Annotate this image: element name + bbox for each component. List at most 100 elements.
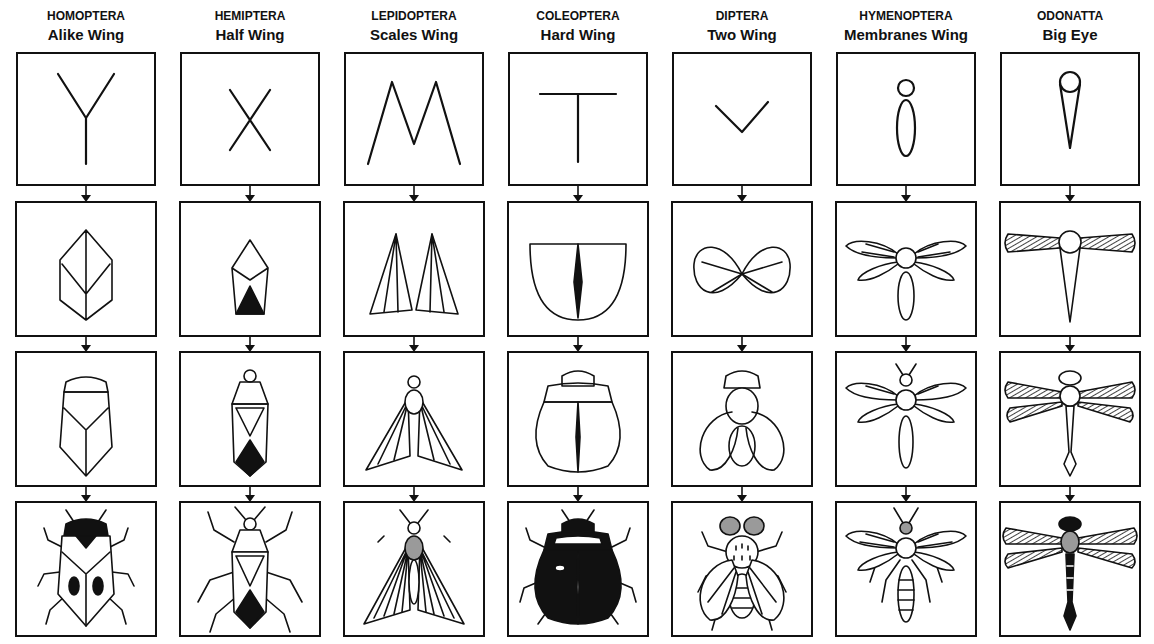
beetle-drawing — [554, 536, 602, 544]
order-box: COLEOPTERAHard Wing — [508, 52, 648, 186]
dragonfly-drawing — [1003, 517, 1137, 630]
frame-and-arrows — [672, 186, 812, 636]
body-outline — [536, 371, 620, 472]
fly-drawing — [720, 517, 740, 535]
y-symbol — [58, 74, 114, 164]
wing-outline — [574, 244, 582, 318]
body-outline — [405, 390, 423, 414]
wing-outline — [694, 247, 790, 292]
body-outline — [846, 383, 898, 422]
true-bug-drawing — [244, 518, 256, 530]
body-outline — [366, 376, 462, 470]
body-outline — [726, 388, 758, 424]
wasp-drawing — [900, 522, 912, 534]
body-outline — [60, 377, 112, 476]
order-heading: HYMENOPTERAMembranes Wing — [824, 2, 988, 50]
v-symbol — [716, 102, 768, 132]
wing-outline — [232, 240, 268, 314]
body-outline — [1078, 382, 1135, 422]
true-bug-drawing — [232, 530, 268, 552]
order-box: ODONATTABig Eye — [1000, 52, 1140, 186]
moth-drawing — [405, 536, 423, 560]
body-outline — [232, 382, 268, 404]
beetle-drawing — [577, 552, 579, 624]
order-meaning: Half Wing — [215, 25, 284, 44]
wasp-symbol — [898, 80, 914, 96]
order-meaning: Two Wing — [707, 25, 777, 44]
fly-drawing — [744, 517, 764, 535]
moth-drawing — [364, 544, 410, 624]
wing-outline — [236, 286, 264, 314]
dragonfly-drawing — [1064, 554, 1076, 630]
body-outline — [729, 426, 755, 466]
hymenoptera-column — [836, 80, 976, 636]
order-box: HEMIPTERAHalf Wing — [180, 52, 320, 186]
wing-outline — [1005, 231, 1135, 322]
true-bug-drawing — [232, 552, 268, 628]
order-meaning: Big Eye — [1042, 25, 1097, 44]
leafhopper-drawing — [62, 552, 110, 626]
frame-and-arrows — [180, 186, 320, 636]
frame-and-arrows — [836, 186, 976, 636]
x-symbol — [230, 90, 270, 150]
order-meaning: Membranes Wing — [844, 25, 968, 44]
body-outline — [899, 416, 913, 468]
order-box: DIPTERATwo Wing — [672, 52, 812, 186]
body-outline — [1064, 406, 1076, 476]
wing-outline — [370, 234, 458, 314]
body-outline — [536, 402, 620, 472]
fly-drawing — [698, 532, 786, 630]
m-symbol — [368, 82, 460, 164]
wasp-drawing — [894, 508, 918, 523]
moth-drawing — [408, 522, 420, 534]
body-outline — [408, 376, 420, 388]
frame-and-arrows — [344, 186, 484, 636]
body-outline — [700, 371, 784, 470]
order-heading: LEPIDOPTERAScales Wing — [332, 2, 496, 50]
wing-outline — [914, 241, 966, 280]
fly-drawing — [734, 544, 750, 560]
order-name: HYMENOPTERA — [859, 8, 952, 25]
body-outline — [236, 440, 264, 476]
order-box: HYMENOPTERAMembranes Wing — [836, 52, 976, 186]
order-name: HOMOPTERA — [47, 8, 125, 25]
coleoptera-column — [508, 94, 648, 636]
moth-drawing — [409, 560, 419, 604]
x-symbol — [230, 90, 270, 150]
wing-outline — [846, 241, 966, 320]
body-outline — [1060, 386, 1080, 406]
body-outline — [576, 402, 580, 472]
eye-symbol — [1060, 72, 1080, 92]
leafhopper-drawing — [38, 510, 134, 626]
wing-outline — [898, 272, 914, 320]
order-name: ODONATTA — [1037, 8, 1103, 25]
wing-outline — [1080, 234, 1135, 252]
wing-outline — [846, 241, 898, 280]
beetle-drawing — [544, 531, 612, 550]
body-outline — [1059, 371, 1081, 385]
beetle-drawing — [535, 550, 621, 624]
body-outline — [60, 392, 112, 476]
wasp-symbol — [897, 80, 915, 156]
t-symbol — [540, 94, 616, 162]
fly-drawing — [698, 517, 786, 630]
y-symbol — [58, 74, 114, 164]
wasp-drawing — [898, 580, 914, 610]
body-outline — [724, 371, 760, 388]
wing-outline — [530, 244, 626, 320]
true-bug-drawing — [236, 556, 264, 586]
order-heading: ODONATTABig Eye — [988, 2, 1152, 50]
wing-outline — [1005, 234, 1060, 252]
true-bug-drawing — [236, 590, 264, 628]
beetle-drawing — [520, 510, 636, 624]
moth-drawing — [400, 510, 428, 523]
order-box: LEPIDOPTERAScales Wing — [344, 52, 484, 186]
m-symbol — [368, 82, 460, 164]
wing-outline — [896, 248, 916, 268]
body-outline — [896, 390, 916, 410]
wing-outline — [1060, 248, 1080, 322]
dragonfly-drawing — [1078, 528, 1137, 568]
leafhopper-drawing — [76, 536, 96, 548]
